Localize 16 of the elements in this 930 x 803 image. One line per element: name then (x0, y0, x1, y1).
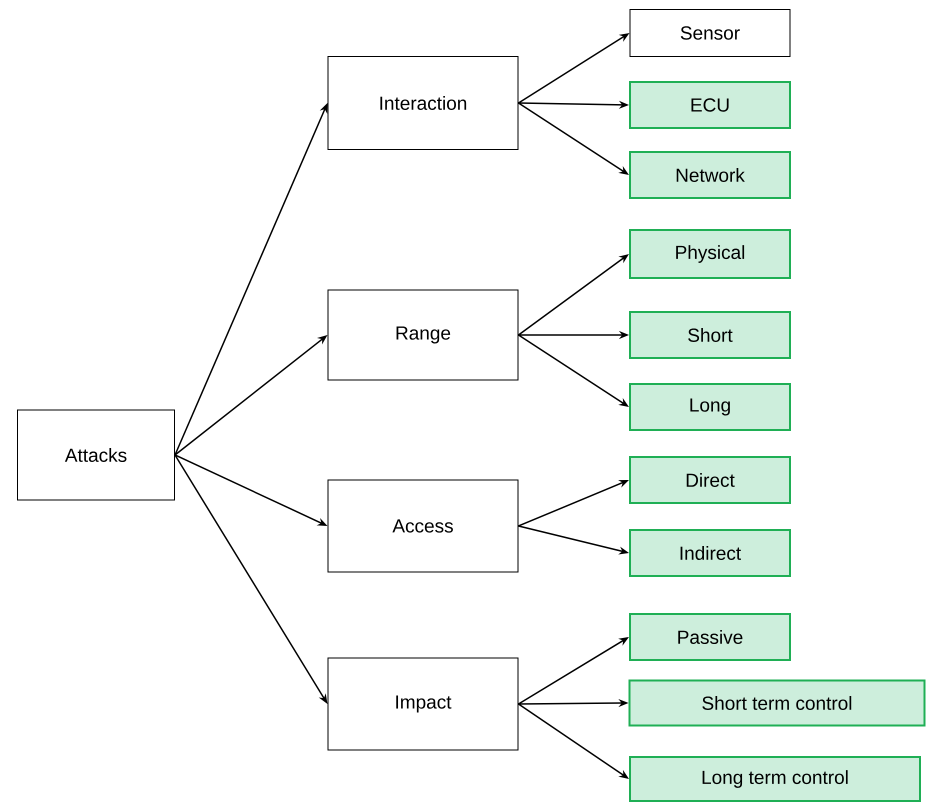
subcategory-box: Sensor (630, 9, 790, 57)
subcategory-box: Long (629, 382, 791, 431)
category-box: Access (328, 479, 518, 572)
category-box: Range (328, 290, 518, 380)
subcategory-box: Indirect (629, 528, 791, 577)
category-box: Interaction (328, 56, 518, 150)
subcategory-box: Short (629, 311, 791, 359)
subcategory-box: Network (629, 150, 791, 199)
subcategory-box: Short term control (628, 679, 926, 726)
subcategory-box: Physical (629, 229, 791, 279)
category-box: Impact (328, 657, 518, 750)
category-box: Attacks (17, 410, 175, 500)
subcategory-box: Direct (629, 456, 791, 504)
subcategory-box: Long term control (629, 756, 921, 802)
subcategory-box: Passive (629, 612, 791, 661)
subcategory-box: ECU (629, 81, 791, 129)
